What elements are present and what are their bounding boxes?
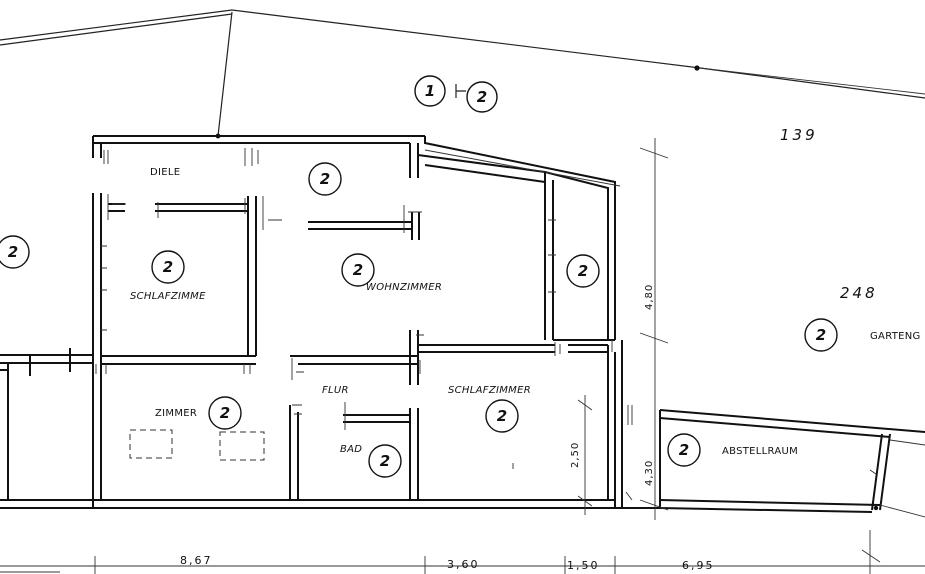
dimension-label-250: 2,50 [570,442,581,468]
marker-zimmer: 2 [208,396,242,430]
svg-text:2: 2 [497,407,507,425]
marker-wohnzimmer: 2 [341,253,375,287]
dimension-lines [0,138,925,574]
room-label-schlafzimmer-right: SCHLAFZIMMER [448,385,531,396]
svg-text:2: 2 [8,243,18,261]
dimension-label-480: 4,80 [644,284,655,310]
svg-text:2: 2 [163,258,173,276]
marker-left-edge: 2 [0,235,30,269]
parcel-number-139: 139 [780,126,818,144]
marker-top-two: 2 [466,81,498,113]
dimension-label-695: 6,95 [682,559,715,572]
room-label-wohnzimmer: WOHNZIMMER [366,282,442,293]
svg-text:2: 2 [816,326,826,344]
svg-text:2: 2 [380,452,390,470]
room-label-zimmer: ZIMMER [155,408,197,419]
property-boundary [0,9,925,139]
marker-abstellraum: 2 [667,433,701,467]
dimension-labels: 8,67 3,60 1,50 6,95 4,80 2,50 4,30 [180,284,715,572]
room-label-bad: BAD [340,444,362,455]
room-label-flur: FLUR [322,385,349,396]
room-label-schlafzimmer-left: SCHLAFZIMME [130,291,206,302]
marker-garten: 2 [804,318,838,352]
marker-top-one: 1 [414,75,446,107]
parcel-number-248: 248 [840,284,878,302]
marker-schlafzimmer-left: 2 [151,250,185,284]
abstellraum-walls [659,409,925,518]
svg-text:2: 2 [220,404,230,422]
svg-text:2: 2 [353,261,363,279]
marker-diele: 2 [308,162,342,196]
stray-marks [512,463,877,501]
dimension-label-430: 4,30 [644,460,655,486]
room-label-abstellraum: ABSTELLRAUM [722,446,798,457]
door-ticks [95,148,633,430]
parcel-numbers: 139 248 [780,126,878,302]
svg-text:2: 2 [578,262,588,280]
dimension-label-360: 3,60 [447,558,480,571]
circled-markers: 1 2 2 2 2 2 2 2 [0,75,838,478]
zimmer-furniture [129,429,265,461]
marker-right-room: 2 [566,254,600,288]
outer-walls [0,135,660,509]
room-labels: DIELE WOHNZIMMER SCHLAFZIMME SCHLAFZIMME… [130,167,921,457]
room-label-garten: GARTENG [870,331,921,342]
marker-bad: 2 [368,444,402,478]
svg-text:1: 1 [425,82,435,100]
svg-text:2: 2 [477,88,487,106]
dimension-label-150: 1,50 [567,559,600,572]
svg-text:2: 2 [320,170,330,188]
svg-text:2: 2 [679,441,689,459]
room-label-diele: DIELE [150,167,180,178]
interior-walls [0,196,623,508]
marker-schlafzimmer-right: 2 [485,399,519,433]
dimension-label-867: 8,67 [180,554,213,567]
